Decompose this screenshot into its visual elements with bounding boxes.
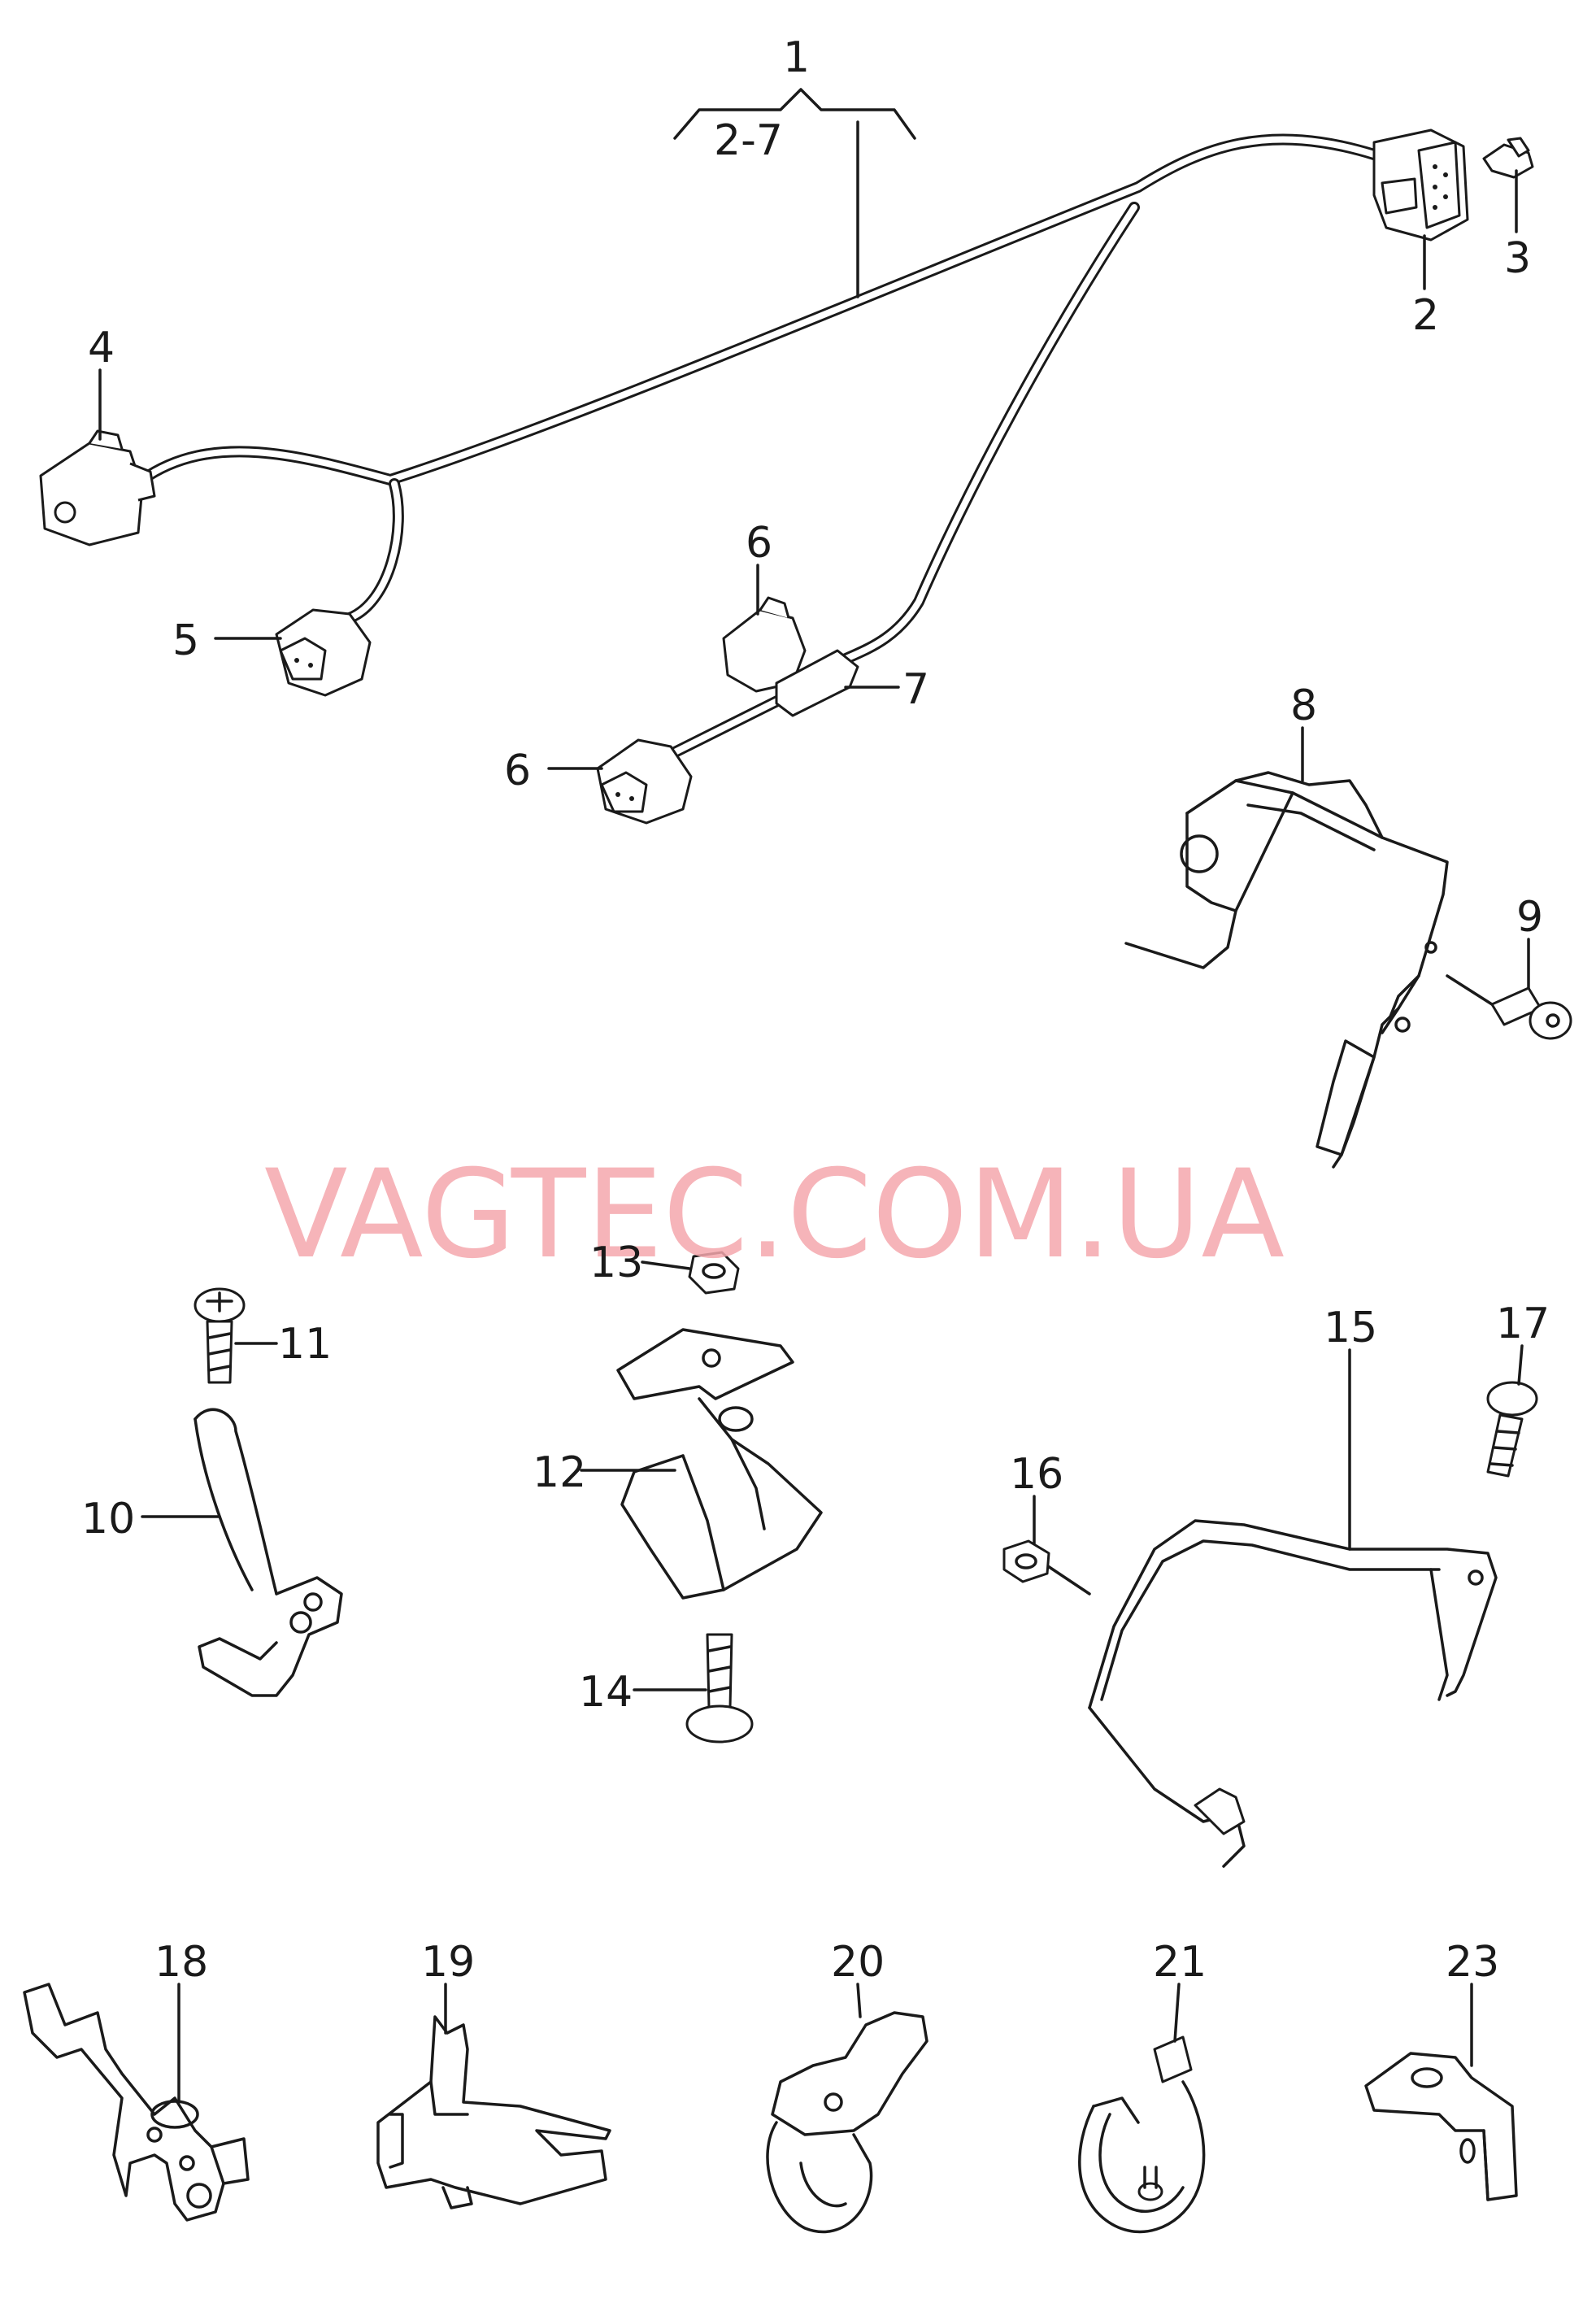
- callout-2: 2: [1412, 291, 1439, 340]
- callout-10: 10: [81, 1495, 135, 1543]
- callout-13: 13: [589, 1239, 643, 1287]
- callout-21: 21: [1153, 1938, 1207, 1987]
- callout-3: 3: [1504, 234, 1531, 283]
- callout-1-range: 2-7: [714, 116, 783, 165]
- connector-icon: [275, 608, 372, 697]
- leader-lines: [98, 88, 1530, 2104]
- bolt-icon: [194, 1287, 246, 1384]
- bolt-icon: [1446, 974, 1572, 1040]
- nut-icon: [688, 1251, 740, 1295]
- callout-19: 19: [421, 1938, 475, 1987]
- connector-icon: [39, 429, 156, 546]
- callout-6-lower: 6: [504, 747, 531, 795]
- callout-4: 4: [88, 324, 115, 372]
- bolt-icon: [685, 1633, 754, 1744]
- bracket-icon: [1039, 1519, 1498, 1868]
- callout-9: 9: [1516, 893, 1543, 942]
- bolt-icon: [1486, 1381, 1538, 1478]
- bracket-icon: [616, 1328, 823, 1600]
- clip-icon: [1482, 137, 1534, 179]
- nut-icon: [1002, 1539, 1050, 1583]
- clip-icon: [766, 2011, 928, 2234]
- callout-8: 8: [1290, 681, 1317, 730]
- bracket-icon: [23, 1983, 250, 2222]
- callout-labels: 1 2-7 2 3 4 5 6 7 6 8 9 10 11 12 13 14 1…: [81, 33, 1550, 1987]
- callout-16: 16: [1010, 1450, 1063, 1499]
- bracket-icon: [1124, 771, 1449, 1169]
- watermark-text: VAGTEC.COM.UA: [264, 1144, 1285, 1286]
- callout-14: 14: [579, 1668, 633, 1717]
- callout-5: 5: [172, 616, 199, 665]
- callout-15: 15: [1324, 1304, 1377, 1352]
- callout-7: 7: [902, 665, 929, 714]
- wiring-harness: [137, 133, 1380, 758]
- bracket-icon: [1364, 2052, 1518, 2201]
- callout-23: 23: [1446, 1938, 1499, 1987]
- callout-6-upper: 6: [746, 519, 772, 568]
- bracket-icon: [194, 1408, 343, 1697]
- bracket-icon: [376, 2015, 611, 2209]
- clip-icon: [1078, 2035, 1206, 2234]
- connector-icon: [722, 596, 807, 693]
- callout-20: 20: [831, 1938, 885, 1987]
- callout-11: 11: [278, 1320, 332, 1369]
- connector-icon: [596, 738, 693, 825]
- multi-pin-connector-icon: [1372, 128, 1469, 242]
- callout-18: 18: [154, 1938, 208, 1987]
- callout-17: 17: [1496, 1300, 1550, 1348]
- callout-12: 12: [533, 1448, 586, 1497]
- callout-1: 1: [783, 33, 810, 82]
